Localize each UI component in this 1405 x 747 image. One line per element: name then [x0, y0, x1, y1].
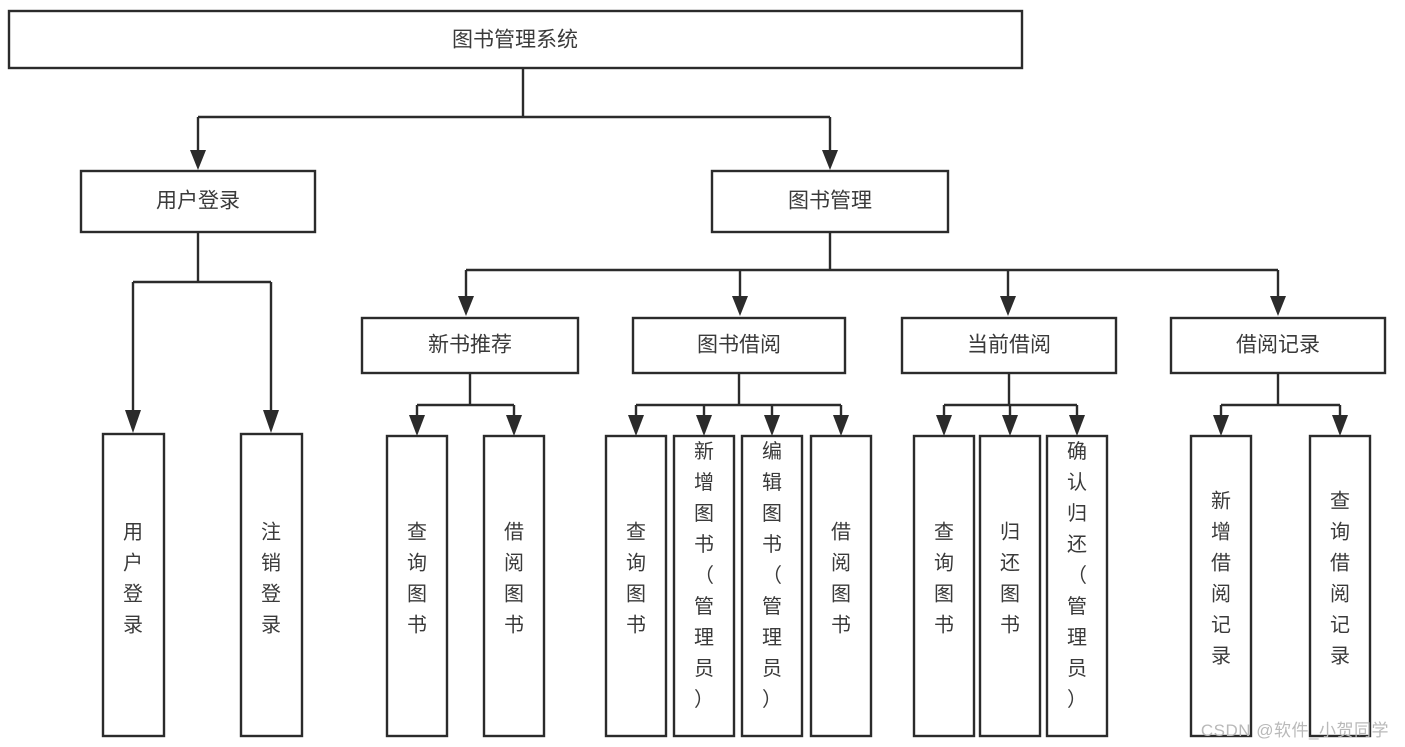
leaf-node[interactable]: 确认归还（管理员）: [1045, 434, 1109, 738]
arrowhead-icon: [190, 150, 206, 170]
leaf-node[interactable]: 借阅图书: [809, 434, 873, 738]
arrowhead-icon: [1069, 415, 1085, 436]
node-root-box: [7, 9, 1024, 70]
node-borrow-record[interactable]: 借阅记录: [1169, 316, 1387, 375]
leaf-recommend-0-label: 查询图书: [407, 521, 427, 637]
leaf-current-1-box: [978, 434, 1042, 738]
leaf-user-login-0-label: 用户登录: [123, 522, 143, 637]
arrowhead-icon: [1213, 415, 1229, 436]
arrowhead-icon: [822, 150, 838, 170]
node-user-login-box: [79, 169, 317, 234]
leaf-node[interactable]: 查询图书: [912, 434, 976, 738]
node-borrow-record-box: [1169, 316, 1387, 375]
arrowhead-icon: [1000, 296, 1016, 316]
arrowhead-icon: [628, 415, 644, 436]
leaf-borrow-0-label: 查询图书: [626, 521, 646, 637]
leaf-node[interactable]: 编辑图书（管理员）: [740, 434, 804, 738]
arrowhead-icon: [764, 415, 780, 436]
leaf-node[interactable]: 查询图书: [385, 434, 449, 738]
node-book-borrow-box: [631, 316, 847, 375]
node-current-borrow-label: 当前借阅: [967, 334, 1051, 357]
arrowhead-icon: [936, 415, 952, 436]
arrowhead-icon: [1270, 296, 1286, 316]
node-book-borrow[interactable]: 图书借阅: [631, 316, 847, 375]
leaf-current-0-box: [912, 434, 976, 738]
arrowhead-icon: [696, 415, 712, 436]
node-new-book-recommend-box: [360, 316, 580, 375]
leaf-borrow-3-label: 借阅图书: [831, 521, 851, 637]
leaf-node[interactable]: 查询借阅记录: [1308, 434, 1372, 738]
arrowhead-icon: [458, 296, 474, 316]
node-current-borrow[interactable]: 当前借阅: [900, 316, 1118, 375]
node-book-manage[interactable]: 图书管理: [710, 169, 950, 234]
leaf-user-login-0-box: [101, 432, 166, 738]
leaf-node[interactable]: 新增借阅记录: [1189, 434, 1253, 738]
arrowhead-icon: [409, 415, 425, 436]
leaf-current-2-box: [1045, 434, 1109, 738]
watermark-credit: CSDN @软件_小贺同学: [1200, 721, 1389, 740]
node-new-book-recommend[interactable]: 新书推荐: [360, 316, 580, 375]
leaf-record-1-box: [1308, 434, 1372, 738]
leaf-borrow-2-label: 编辑图书（管理员）: [762, 440, 782, 711]
leaf-borrow-1-label: 新增图书（管理员）: [694, 440, 714, 711]
arrowheads: [125, 150, 1348, 436]
leaf-record-0-box: [1189, 434, 1253, 738]
node-root[interactable]: 图书管理系统: [7, 9, 1024, 70]
leaf-node[interactable]: 新增图书（管理员）: [672, 434, 736, 738]
node-root-label: 图书管理系统: [452, 29, 578, 52]
leaf-node[interactable]: 注销登录: [239, 432, 304, 738]
node-borrow-record-label: 借阅记录: [1236, 334, 1320, 357]
leaf-borrow-2-box: [740, 434, 804, 738]
arrowhead-icon: [833, 415, 849, 436]
arrowhead-icon: [125, 410, 141, 433]
node-current-borrow-box: [900, 316, 1118, 375]
arrowhead-icon: [732, 296, 748, 316]
arrowhead-icon: [1002, 415, 1018, 436]
leaf-current-1-label: 归还图书: [1000, 521, 1020, 637]
leaf-recommend-0-box: [385, 434, 449, 738]
node-book-borrow-label: 图书借阅: [697, 334, 781, 357]
node-user-login-label: 用户登录: [156, 190, 240, 213]
leaf-user-login-1-label: 注销登录: [261, 521, 281, 637]
node-book-manage-label: 图书管理: [788, 190, 872, 213]
leaf-node[interactable]: 借阅图书: [482, 434, 546, 738]
node-book-manage-box: [710, 169, 950, 234]
leaf-borrow-1-box: [672, 434, 736, 738]
leaf-user-login-1-box: [239, 432, 304, 738]
node-user-login[interactable]: 用户登录: [79, 169, 317, 234]
leaf-record-0-label: 新增借阅记录: [1211, 490, 1231, 668]
leaf-record-1-label: 查询借阅记录: [1330, 490, 1350, 668]
leaf-node[interactable]: 归还图书: [978, 434, 1042, 738]
leaf-recommend-1-label: 借阅图书: [504, 521, 524, 637]
arrowhead-icon: [506, 415, 522, 436]
leaf-current-2-label: 确认归还（管理员）: [1067, 440, 1087, 711]
arrowhead-icon: [1332, 415, 1348, 436]
leaf-recommend-1-box: [482, 434, 546, 738]
node-new-book-recommend-label: 新书推荐: [428, 334, 512, 357]
leaf-node[interactable]: 查询图书: [604, 434, 668, 738]
leaf-node[interactable]: 用户登录: [101, 432, 166, 738]
leaf-borrow-0-box: [604, 434, 668, 738]
arrowhead-icon: [263, 410, 279, 433]
leaf-current-0-label: 查询图书: [934, 521, 954, 637]
leaf-borrow-3-box: [809, 434, 873, 738]
